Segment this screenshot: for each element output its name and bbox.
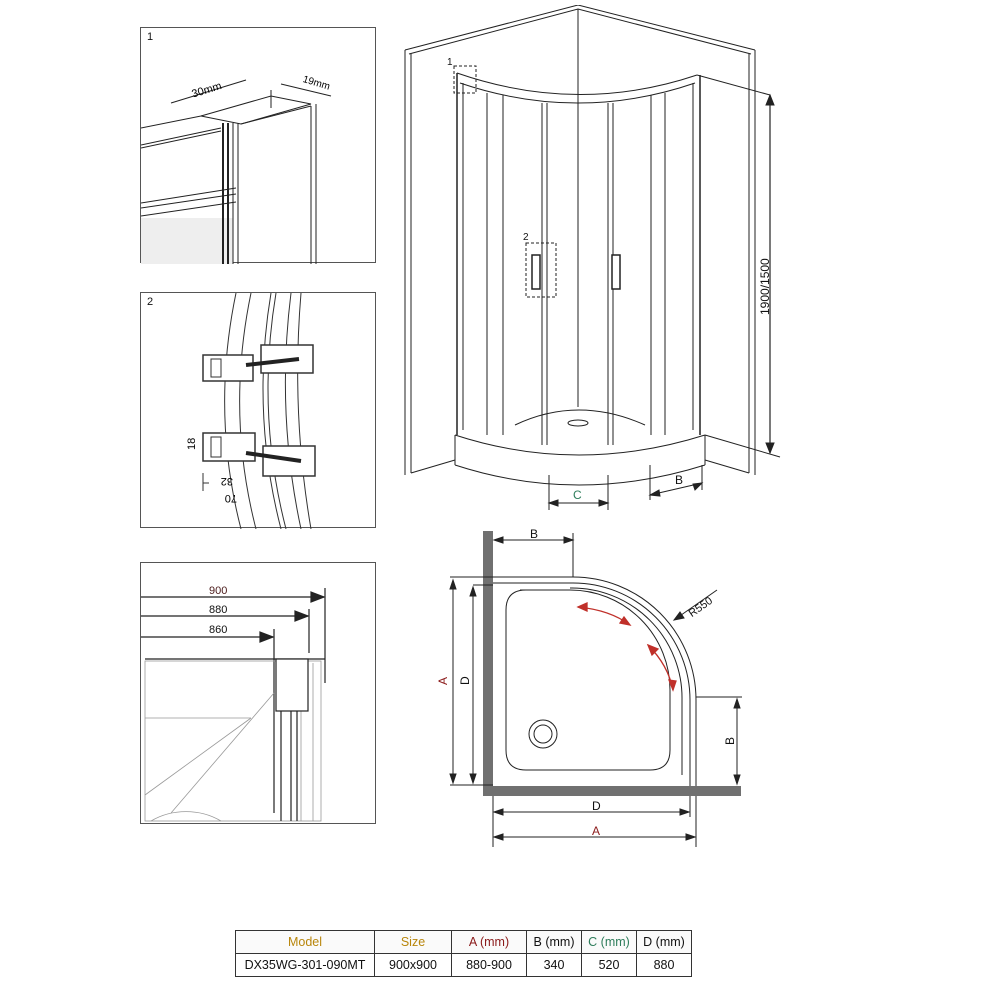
cell-model: DX35WG-301-090MT <box>235 953 375 977</box>
callout-2-label: 2 <box>523 232 529 243</box>
cell-b: 340 <box>526 953 582 977</box>
plan-dim-a-bottom: A <box>592 824 600 838</box>
header-c: C (mm) <box>581 930 637 954</box>
dim-c-label: C <box>573 488 582 502</box>
plan-dim-d-bottom: D <box>592 799 601 813</box>
height-dimension-label: 1900/1500 <box>758 258 772 315</box>
table-header-row: Model Size A (mm) B (mm) C (mm) D (mm) <box>235 930 692 954</box>
callout-1-label: 1 <box>447 57 453 68</box>
cell-a: 880-900 <box>451 953 527 977</box>
panel-number: 2 <box>147 296 154 308</box>
plan-dim-d-left: D <box>458 676 472 685</box>
dim-b-label: B <box>675 473 683 487</box>
detail-panel-1: 1 30mm 19mm <box>140 27 376 264</box>
dim-18: 18 <box>186 438 198 450</box>
plan-dim-b-top: B <box>530 527 538 541</box>
plan-dim-a-left: A <box>436 677 450 685</box>
cell-size: 900x900 <box>374 953 452 977</box>
table-row: DX35WG-301-090MT 900x900 880-900 340 520… <box>235 953 692 977</box>
detail-panel-3: 900 880 860 <box>140 562 376 824</box>
cell-c: 520 <box>581 953 637 977</box>
detail-panel-2: 2 18 32 70 <box>140 292 376 529</box>
dim-70: 70 <box>225 492 237 504</box>
panel-number: 1 <box>147 31 154 43</box>
header-size: Size <box>374 930 452 954</box>
width-detail-drawing: 900 880 860 <box>141 585 326 822</box>
header-a: A (mm) <box>451 930 527 954</box>
dim-860: 860 <box>209 624 227 636</box>
header-d: D (mm) <box>636 930 692 954</box>
dim-30mm: 30mm <box>190 80 223 100</box>
plan-dim-b-right: B <box>723 737 737 745</box>
radius-label: R550 <box>687 595 715 620</box>
roller-assembly-drawing: 18 32 70 <box>186 293 316 529</box>
shower-enclosure-elevation: 1 2 1900/1500 C B <box>404 5 781 510</box>
header-model: Model <box>235 930 375 954</box>
spec-table: Model Size A (mm) B (mm) C (mm) D (mm) D… <box>235 930 692 977</box>
cell-d: 880 <box>636 953 692 977</box>
elevation-view: 1 2 1900/1500 C B <box>395 5 795 515</box>
dim-32: 32 <box>221 475 233 487</box>
shower-tray-plan: B A D B D A R550 <box>436 527 742 847</box>
plan-view: B A D B D A R550 <box>430 525 750 855</box>
header-b: B (mm) <box>526 930 582 954</box>
dim-900: 900 <box>209 585 227 597</box>
frame-profile-drawing: 30mm 19mm <box>141 74 331 264</box>
dim-880: 880 <box>209 604 227 616</box>
